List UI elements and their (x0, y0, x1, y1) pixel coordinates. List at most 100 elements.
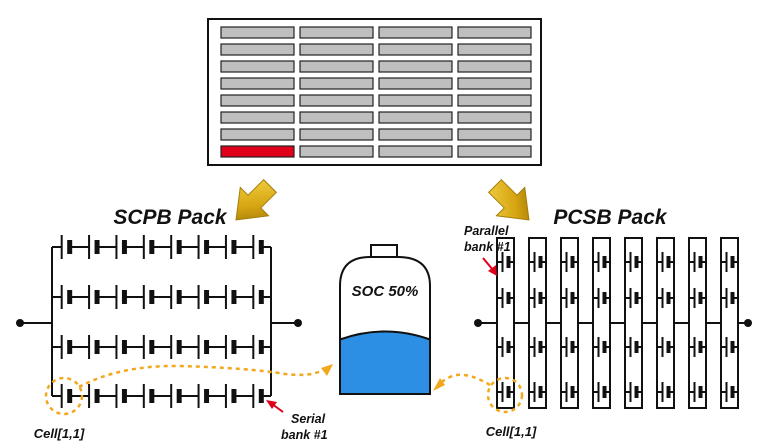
scpb-title: SCPB Pack (113, 206, 228, 229)
pcsb-cell-gap (629, 287, 638, 309)
pcsb-cell-gap (501, 251, 510, 273)
pcsb-terminal-right (744, 319, 752, 327)
grid-cell (220, 77, 295, 90)
grid-cell (299, 26, 374, 39)
scpb-cell-gap (116, 383, 125, 409)
pcsb-cell-gap (597, 251, 606, 273)
battery-pack-grid (207, 18, 542, 166)
pcsb-cell-gap (661, 381, 670, 403)
scpb-cell-highlight (44, 376, 84, 416)
cell-connectors (44, 364, 524, 416)
scpb-cell-label: Cell[1,1] (34, 426, 85, 441)
grid-cell (299, 77, 374, 90)
pcsb-cell-gap (597, 381, 606, 403)
grid-cell (457, 43, 532, 56)
grid-cell (299, 145, 374, 158)
grid-cell (220, 43, 295, 56)
grid-cell (220, 128, 295, 141)
grid-cell (457, 128, 532, 141)
scpb-connector-line (78, 364, 323, 389)
scpb-cell-gap (171, 383, 180, 409)
pcsb-cell-gap (693, 287, 702, 309)
scpb-cell-gap (171, 334, 180, 360)
scpb-circuit (16, 234, 302, 409)
scpb-cell-gap (89, 234, 98, 260)
parallel-bank-pointer (482, 257, 497, 276)
grid-cell (378, 145, 453, 158)
scpb-cell-gap (171, 284, 180, 310)
scpb-cell-gap (116, 284, 125, 310)
scpb-cell-gap (89, 383, 98, 409)
serial-bank-pointer (266, 400, 284, 413)
pcsb-cell-gap (629, 336, 638, 358)
right-arrow-icon (487, 178, 530, 221)
grid-cell (220, 94, 295, 107)
parallel-bank-label-line1: Parallel (464, 224, 509, 238)
scpb-cell-gap (143, 234, 152, 260)
scpb-cell-gap (143, 334, 152, 360)
pcsb-cell-label: Cell[1,1] (486, 424, 537, 439)
grid-cell (378, 94, 453, 107)
grid-cell (299, 111, 374, 124)
pcsb-cell-gap (565, 287, 574, 309)
scpb-cell-gap (253, 334, 262, 360)
scpb-cell-gap (61, 334, 70, 360)
pcsb-cell-gap (661, 251, 670, 273)
grid-cell (378, 60, 453, 73)
pcsb-cell-gap (533, 251, 542, 273)
pcsb-cell-gap (533, 381, 542, 403)
pcsb-cell-gap (629, 251, 638, 273)
grid-cell (378, 77, 453, 90)
pcsb-circuit (474, 237, 752, 409)
grid-cell (457, 94, 532, 107)
pcsb-cell-highlight (486, 376, 524, 414)
scpb-cell-gap (225, 334, 234, 360)
scpb-cell-gap (61, 383, 70, 409)
pcsb-cell-gap (565, 381, 574, 403)
scpb-terminal-left (16, 319, 24, 327)
grid-cell (220, 26, 295, 39)
grid-cell (220, 111, 295, 124)
pcsb-cell-gap (597, 287, 606, 309)
grid-cell (457, 60, 532, 73)
scpb-cell-gap (89, 334, 98, 360)
pcsb-connector-arrowhead (433, 378, 445, 391)
pcsb-cell-gap (725, 251, 734, 273)
grid-cell (299, 94, 374, 107)
grid-cell (457, 26, 532, 39)
grid-cell (220, 60, 295, 73)
scpb-cell-gap (143, 284, 152, 310)
scpb-cell-gap (89, 284, 98, 310)
scpb-cell-gap (225, 383, 234, 409)
soc-fill (339, 330, 431, 395)
grid-cell (299, 43, 374, 56)
scpb-cell-gap (253, 383, 262, 409)
pcsb-cell-gap (661, 336, 670, 358)
serial-bank-label-line2: bank #1 (281, 428, 328, 442)
pcsb-cell-gap (565, 336, 574, 358)
grid-cell (457, 145, 532, 158)
left-arrow-icon (235, 178, 278, 221)
soc-label: SOC 50% (352, 283, 419, 300)
pcsb-cell-gap (597, 336, 606, 358)
grid-cell (378, 111, 453, 124)
pcsb-cell-gap (725, 336, 734, 358)
pcsb-connector-line (437, 373, 491, 387)
scpb-cell-gap (198, 383, 207, 409)
grid-cell (378, 43, 453, 56)
scpb-cell-gap (61, 234, 70, 260)
scpb-terminal-right (294, 319, 302, 327)
pcsb-cell-gap (693, 381, 702, 403)
pcsb-cell-gap (661, 287, 670, 309)
pcsb-cell-gap (565, 251, 574, 273)
faulty-cell (220, 145, 295, 158)
scpb-cell-gap (225, 284, 234, 310)
serial-bank-label-line1: Serial (291, 412, 326, 426)
grid-cell (457, 111, 532, 124)
grid-cell (299, 60, 374, 73)
scpb-cell-gap (143, 383, 152, 409)
scpb-cell-gap (116, 334, 125, 360)
pcsb-title: PCSB Pack (553, 206, 668, 229)
grid-cell (457, 77, 532, 90)
